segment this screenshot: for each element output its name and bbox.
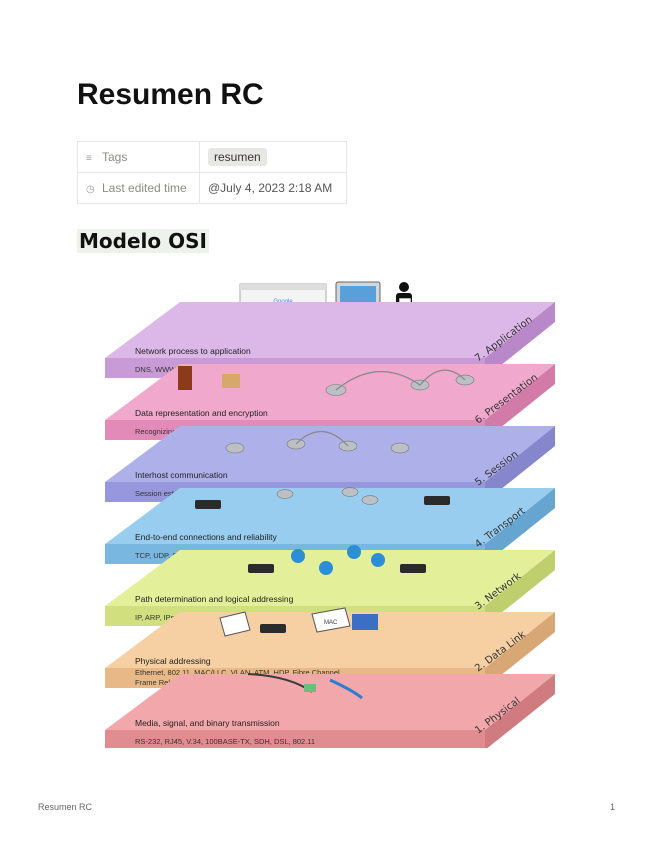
bridge-icon bbox=[295, 430, 349, 447]
tag-icon bbox=[219, 611, 251, 637]
package-icon bbox=[222, 374, 240, 388]
layer-title: End-to-end connections and reliability bbox=[135, 532, 278, 542]
osi-layer: Media, signal, and binary transmissionRS… bbox=[105, 674, 555, 748]
layer-side-face bbox=[485, 550, 555, 626]
section-heading: Modelo OSI bbox=[77, 229, 209, 253]
mac-tag-icon bbox=[311, 607, 351, 633]
layer-title: Network process to application bbox=[135, 346, 251, 356]
network-router-icon bbox=[347, 545, 361, 559]
layer-title: Interhost communication bbox=[135, 470, 228, 480]
footer-title: Resumen RC bbox=[38, 802, 93, 812]
switch-icon bbox=[400, 564, 426, 573]
osi-model-illustration: Google Network process to applicationDNS… bbox=[105, 281, 555, 748]
layer-top-face bbox=[105, 302, 555, 358]
layer-front-face bbox=[105, 730, 485, 748]
switch-icon bbox=[195, 500, 221, 509]
network-router-icon bbox=[291, 549, 305, 563]
layer-side-face bbox=[485, 488, 555, 564]
rj45-connector-icon bbox=[304, 684, 316, 692]
layer-protocols: RS-232, RJ45, V.34, 100BASE-TX, SDH, DSL… bbox=[135, 737, 315, 746]
layer-side-face bbox=[485, 612, 555, 688]
cable-icon bbox=[329, 678, 363, 700]
router-icon bbox=[341, 487, 359, 497]
last-edited-value: @July 4, 2023 2:18 AM bbox=[199, 172, 347, 204]
door-icon bbox=[178, 366, 192, 390]
router-icon bbox=[225, 442, 245, 454]
network-router-icon bbox=[371, 553, 385, 567]
properties-table: ≡ Tags resumen ◷ Last edited time @July 4,… bbox=[77, 141, 347, 204]
page-number: 1 bbox=[610, 802, 616, 812]
router-icon bbox=[276, 489, 294, 499]
layer-side-face bbox=[485, 674, 555, 748]
layer-top-face bbox=[105, 426, 555, 482]
layer-title: Physical addressing bbox=[135, 656, 211, 666]
router-icon bbox=[361, 495, 379, 505]
clock-icon: ◷ bbox=[86, 184, 95, 195]
switch-icon bbox=[260, 624, 286, 633]
layer-title: Data representation and encryption bbox=[135, 408, 268, 418]
layer-side-face bbox=[485, 364, 555, 440]
list-icon: ≡ bbox=[86, 153, 92, 164]
mac-tag-label: MAC bbox=[324, 620, 338, 626]
layer-title: Media, signal, and binary transmission bbox=[135, 718, 280, 728]
property-key: Last edited time bbox=[102, 181, 187, 195]
layer-top-face bbox=[105, 674, 555, 730]
switch-icon bbox=[424, 496, 450, 505]
layer-side-face bbox=[485, 302, 555, 378]
bridge-icon bbox=[335, 369, 466, 391]
layer-top-face bbox=[105, 612, 555, 668]
tag-chip[interactable]: resumen bbox=[208, 148, 267, 166]
router-icon bbox=[390, 442, 410, 454]
property-row-tags[interactable]: ≡ Tags resumen bbox=[77, 141, 347, 173]
property-key: Tags bbox=[102, 150, 128, 164]
network-card-icon bbox=[352, 614, 378, 630]
layer-side-face bbox=[485, 426, 555, 502]
switch-icon bbox=[248, 564, 274, 573]
layer-title: Path determination and logical addressin… bbox=[135, 594, 294, 604]
page-title: Resumen RC bbox=[77, 78, 264, 111]
property-row-last-edited[interactable]: ◷ Last edited time @July 4, 2023 2:18 AM bbox=[77, 172, 347, 204]
network-router-icon bbox=[319, 561, 333, 575]
layer-protocols: Ethernet, 802.11, MAC/LLC, VLAN, ATM, HD… bbox=[135, 668, 342, 677]
layer-top-face bbox=[105, 550, 555, 606]
